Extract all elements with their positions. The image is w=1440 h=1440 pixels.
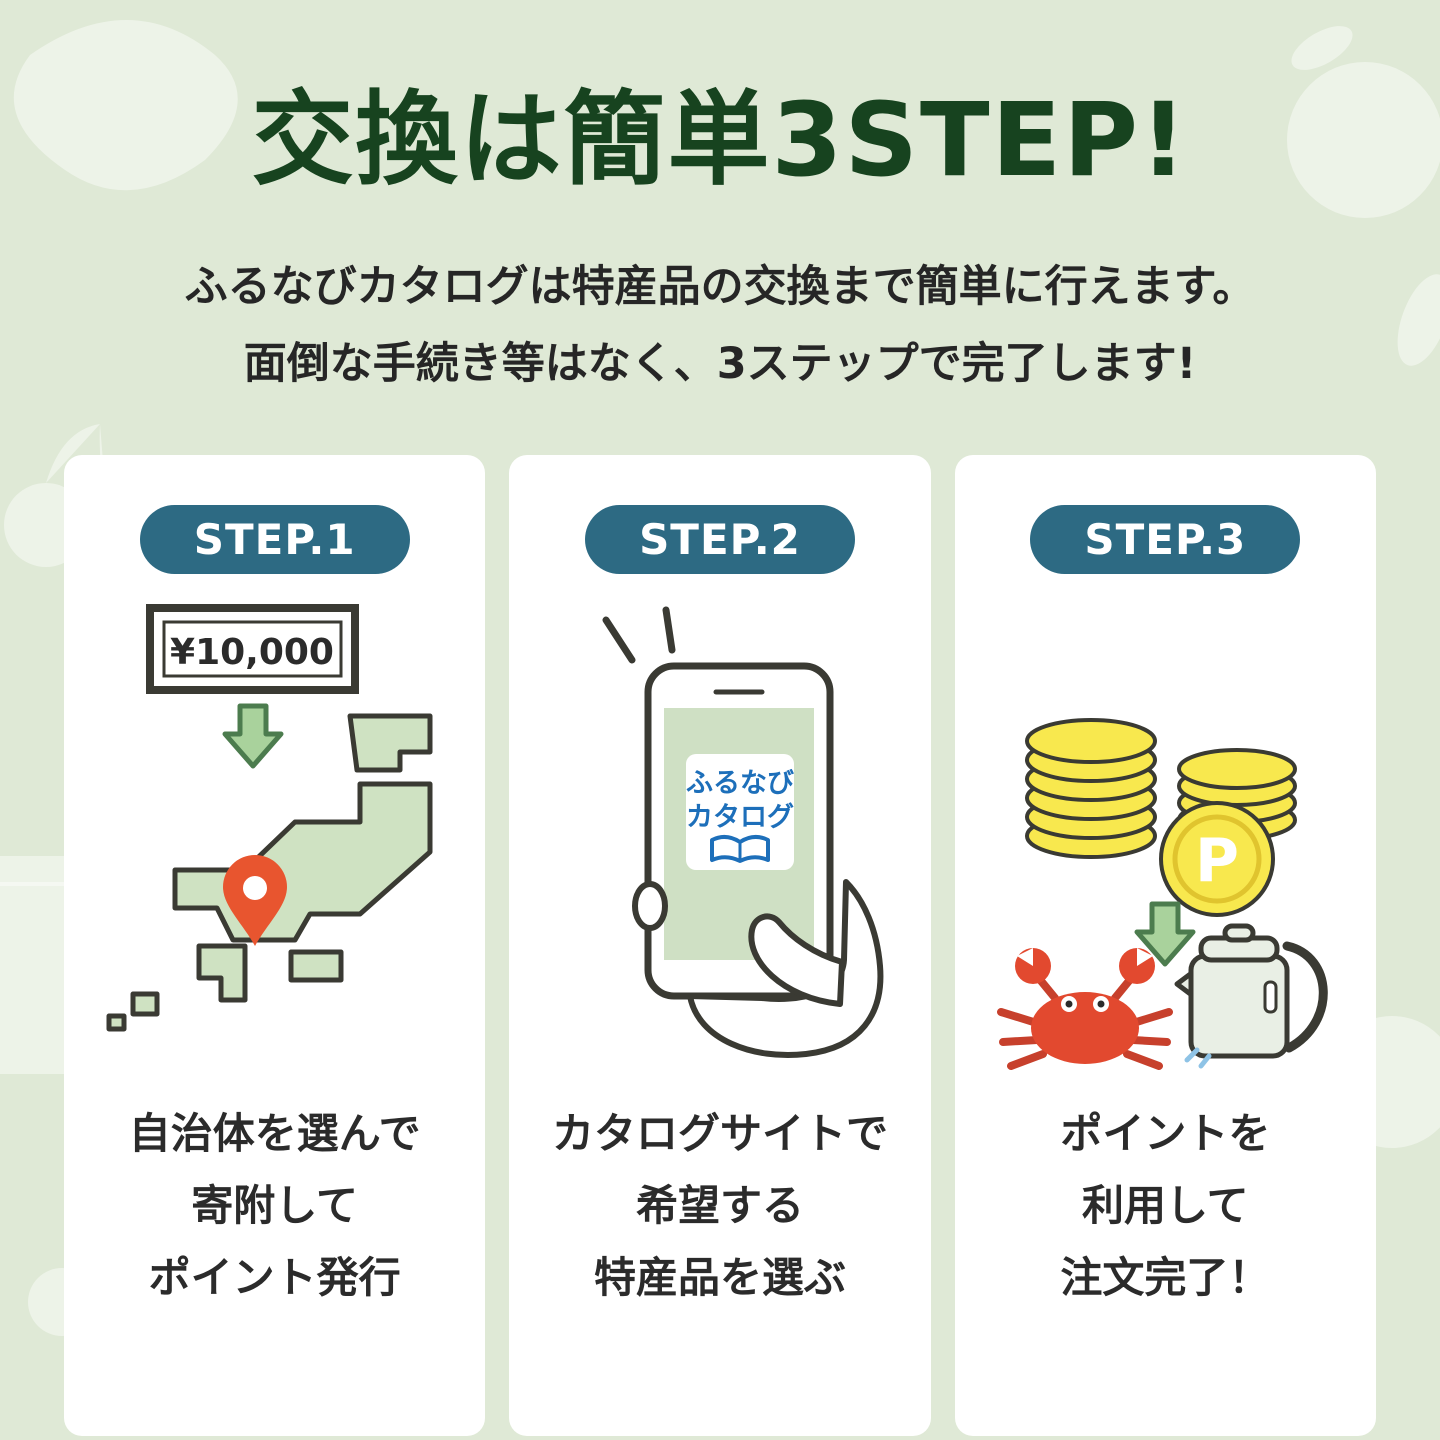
step-2-illustration: ふるなび カタログ xyxy=(540,604,900,1074)
step1-illustration-svg: ¥10,000 xyxy=(106,604,433,1032)
caption-line: 希望する xyxy=(635,1181,804,1231)
step-card-2: STEP.2 ふるなび カタログ xyxy=(509,455,931,1436)
steps-container: STEP.1 ¥10,000 xyxy=(64,455,1376,1436)
down-arrow-icon xyxy=(222,703,284,769)
point-coin-letter: P xyxy=(1195,826,1239,896)
caption-line: 特産品を選ぶ xyxy=(593,1253,846,1303)
location-pin-icon xyxy=(222,855,287,946)
banknote-amount: ¥10,000 xyxy=(170,632,334,673)
banknote-icon: ¥10,000 xyxy=(145,604,359,694)
kettle-icon xyxy=(1174,923,1329,1069)
step-1-caption: 自治体を選んで 寄附して ポイント発行 xyxy=(129,1098,421,1315)
subtitle-line-1: ふるなびカタログは特産品の交換まで簡単に行えます。 xyxy=(184,262,1256,312)
caption-line: 利用して xyxy=(1081,1181,1249,1231)
caption-line: ポイント発行 xyxy=(148,1253,401,1303)
step-3-illustration: P xyxy=(985,604,1345,1074)
step-1-illustration: ¥10,000 xyxy=(95,604,455,1074)
step-3-badge: STEP.3 xyxy=(1030,505,1301,574)
hand-icon xyxy=(631,879,884,1058)
page-title: 交換は簡単3STEP! xyxy=(251,81,1189,200)
step-card-3: STEP.3 xyxy=(954,455,1376,1436)
subtitle: ふるなびカタログは特産品の交換まで簡単に行えます。 面倒な手続き等はなく、3ステ… xyxy=(0,249,1440,402)
step3-illustration-svg: P xyxy=(997,718,1329,1070)
logo-line-2: カタログ xyxy=(686,801,794,833)
step-1-badge: STEP.1 xyxy=(139,505,410,574)
step-2-badge: STEP.2 xyxy=(585,505,855,574)
caption-line: 注文完了！ xyxy=(1060,1253,1271,1303)
coin-stack-icon xyxy=(1025,718,1298,859)
subtitle-line-2: 面倒な手続き等はなく、3ステップで完了します! xyxy=(243,338,1197,389)
sparkle-icon xyxy=(602,606,676,664)
catalog-logo: ふるなび カタログ xyxy=(685,754,794,870)
crab-icon xyxy=(997,948,1174,1070)
logo-line-1: ふるなび xyxy=(686,768,794,799)
caption-line: 寄附して xyxy=(191,1181,359,1231)
header: 交換は簡単3STEP! ふるなびカタログは特産品の交換まで簡単に行えます。 面倒… xyxy=(0,0,1440,402)
caption-line: ポイントを xyxy=(1060,1109,1271,1158)
caption-line: カタログサイトで xyxy=(551,1109,888,1158)
step2-illustration-svg: ふるなび カタログ xyxy=(602,606,884,1058)
caption-line: 自治体を選んで xyxy=(128,1109,421,1158)
point-coin-icon: P xyxy=(1159,801,1276,917)
step-2-caption: カタログサイトで 希望する 特産品を選ぶ xyxy=(552,1098,888,1315)
down-arrow-icon xyxy=(1134,901,1196,967)
step-card-1: STEP.1 ¥10,000 xyxy=(64,455,486,1436)
open-book-icon xyxy=(709,835,770,863)
step-3-caption: ポイントを 利用して 注文完了！ xyxy=(1060,1098,1270,1315)
